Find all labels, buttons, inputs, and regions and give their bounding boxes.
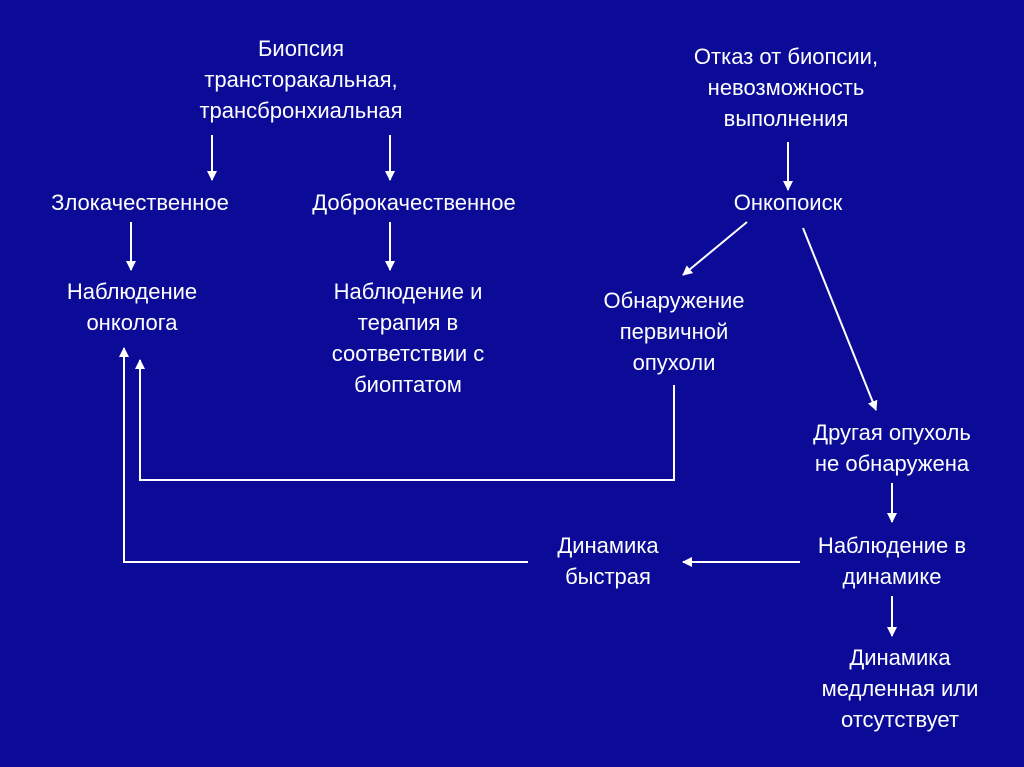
node-oncologist: Наблюдение онколога: [67, 276, 197, 338]
arrow-fast-oncologist: [119, 347, 528, 563]
arrow-primary-oncologist: [135, 359, 675, 481]
node-slow-dynamics: Динамика медленная или отсутствует: [822, 642, 979, 735]
node-benign: Доброкачественное: [312, 187, 516, 218]
node-line: первичной: [619, 319, 729, 344]
node-line: медленная или: [821, 676, 979, 701]
node-malignant: Злокачественное: [51, 187, 229, 218]
node-line: онколога: [86, 310, 178, 335]
node-primary-found: Обнаружение первичной опухоли: [604, 285, 745, 378]
node-line: Динамика: [557, 533, 659, 558]
node-oncosearch: Онкопоиск: [734, 187, 842, 218]
node-line: Другая опухоль: [813, 420, 971, 445]
node-line: быстрая: [565, 564, 651, 589]
arrow-oncosearch-primary: [682, 221, 748, 276]
node-line: динамике: [842, 564, 942, 589]
node-line: трансбронхиальная: [199, 98, 403, 123]
node-line: Онкопоиск: [733, 190, 843, 215]
node-biopsy: Биопсия трансторакальная, трансбронхиаль…: [199, 33, 402, 126]
node-line: Доброкачественное: [312, 190, 516, 215]
node-line: Наблюдение и: [333, 279, 483, 304]
arrow-oncosearch-other: [802, 227, 878, 411]
node-line: Обнаружение: [603, 288, 745, 313]
node-observation-dynamics: Наблюдение в динамике: [818, 530, 966, 592]
node-line: соответствии с: [331, 341, 485, 366]
node-line: Наблюдение в: [817, 533, 967, 558]
node-therapy: Наблюдение и терапия в соответствии с би…: [332, 276, 485, 400]
node-line: выполнения: [723, 106, 849, 131]
node-line: отсутствует: [840, 707, 960, 732]
node-line: не обнаружена: [814, 451, 970, 476]
node-line: терапия в: [357, 310, 459, 335]
node-no-other-tumor: Другая опухоль не обнаружена: [813, 417, 971, 479]
node-line: Наблюдение: [66, 279, 198, 304]
node-line: Отказ от биопсии,: [693, 44, 879, 69]
node-line: Злокачественное: [51, 190, 229, 215]
node-line: невозможность: [707, 75, 865, 100]
node-line: опухоли: [632, 350, 716, 375]
node-fast-dynamics: Динамика быстрая: [557, 530, 658, 592]
node-line: биоптатом: [354, 372, 462, 397]
node-refusal: Отказ от биопсии, невозможность выполнен…: [694, 41, 878, 134]
node-line: трансторакальная,: [204, 67, 398, 92]
node-line: Биопсия: [257, 36, 345, 61]
node-line: Динамика: [849, 645, 951, 670]
